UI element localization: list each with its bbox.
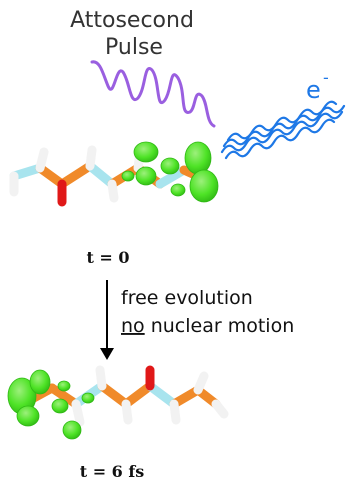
electron-wave-icon: [220, 100, 346, 160]
pulse-label-line1: Attosecond: [70, 8, 194, 33]
time-start-label: t = 0: [86, 248, 129, 267]
electron-label: e: [306, 76, 321, 104]
evolution-line2-rest: nuclear motion: [145, 315, 295, 337]
molecule-t0: [9, 141, 219, 207]
evolution-line1: free evolution: [121, 287, 253, 309]
time-end-label: t = 6 fs: [80, 462, 145, 481]
down-arrow-icon: [100, 280, 114, 360]
pulse-label-line2: Pulse: [105, 35, 163, 60]
pulse-wave-icon: [90, 60, 216, 128]
molecule-t0-hole-density: [121, 141, 219, 203]
evolution-line2: no nuclear motion: [121, 315, 294, 337]
electron-charge-sup: -: [323, 68, 329, 87]
molecule-t6fs-hole-density: [7, 369, 95, 440]
evolution-no-underlined: no: [121, 315, 145, 337]
molecule-t6fs: [7, 365, 229, 440]
molecule-t6fs-bonds: [25, 365, 229, 427]
